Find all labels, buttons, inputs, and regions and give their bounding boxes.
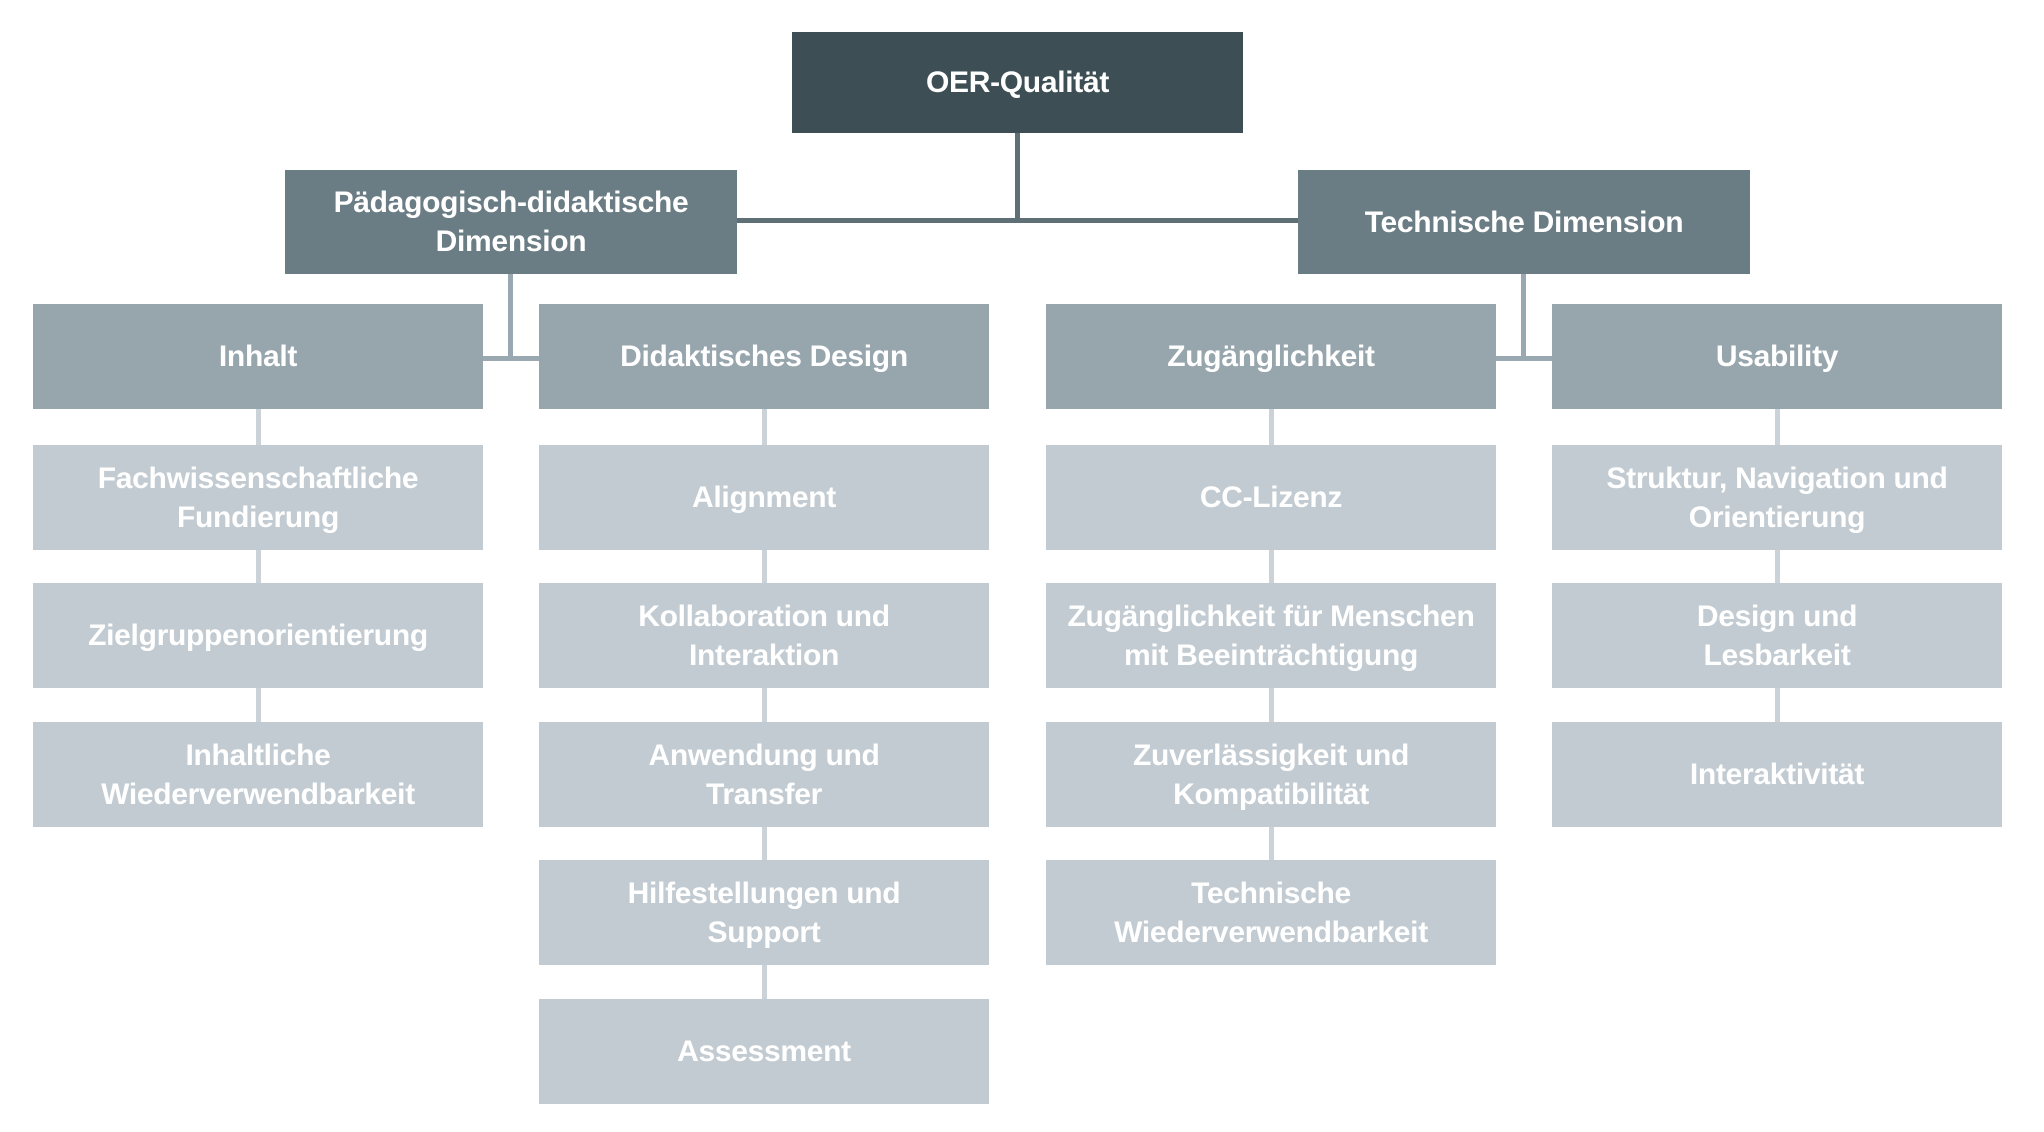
node-label: Zugänglichkeit für Menschen mit Beeinträ… <box>1067 599 1475 672</box>
connector-root-vertical <box>1015 133 1020 220</box>
node-zuverlaessigkeit-und-kompatibilitaet: Zuverlässigkeit und Kompatibilität <box>1046 722 1496 827</box>
connector-zugaenglichkeit-item-2 <box>1269 550 1274 583</box>
node-paedagogisch-didaktische-dimension: Pädagogisch-didaktische Dimension <box>285 170 737 274</box>
node-technische-wiederverwendbarkeit: Technische Wiederverwendbarkeit <box>1046 860 1496 965</box>
node-label: Alignment <box>692 481 836 514</box>
node-assessment: Assessment <box>539 999 989 1104</box>
connector-usability-item-2 <box>1775 550 1780 583</box>
node-label: Usability <box>1715 340 1839 373</box>
node-label: Design und Lesbarkeit <box>1696 599 1858 672</box>
node-anwendung-und-transfer: Anwendung und Transfer <box>539 722 989 827</box>
node-zielgruppenorientierung: Zielgruppenorientierung <box>33 583 483 688</box>
node-label: Interaktivität <box>1689 758 1865 791</box>
node-label: Kollaboration und Interaktion <box>638 599 890 672</box>
node-zugaenglichkeit: Zugänglichkeit <box>1046 304 1496 409</box>
connector-zugaenglichkeit-item-4 <box>1269 827 1274 860</box>
node-oer-qualitaet: OER-Qualität <box>792 32 1243 133</box>
connector-didaktisch-item-4 <box>762 827 767 860</box>
connector-root-horizontal <box>737 218 1298 223</box>
connector-technisch-vertical <box>1521 274 1526 359</box>
node-kollaboration-und-interaktion: Kollaboration und Interaktion <box>539 583 989 688</box>
connector-usability-item-1 <box>1775 409 1780 445</box>
connector-zugaenglichkeit-item-1 <box>1269 409 1274 445</box>
connector-usability-item-3 <box>1775 688 1780 722</box>
connector-paedagogisch-horizontal <box>483 356 539 361</box>
connector-inhalt-item-2 <box>256 550 261 583</box>
node-didaktisches-design: Didaktisches Design <box>539 304 989 409</box>
node-label: Zielgruppenorientierung <box>88 619 428 652</box>
connector-technisch-horizontal <box>1496 356 1552 361</box>
connector-didaktisch-item-5 <box>762 965 767 999</box>
node-technische-dimension: Technische Dimension <box>1298 170 1750 274</box>
node-inhalt: Inhalt <box>33 304 483 409</box>
node-label: Technische Wiederverwendbarkeit <box>1114 876 1428 949</box>
node-alignment: Alignment <box>539 445 989 550</box>
connector-inhalt-item-1 <box>256 409 261 445</box>
node-inhaltliche-wiederverwendbarkeit: Inhaltliche Wiederverwendbarkeit <box>33 722 483 827</box>
connector-didaktisch-item-1 <box>762 409 767 445</box>
node-label: OER-Qualität <box>925 66 1110 99</box>
node-hilfestellungen-und-support: Hilfestellungen und Support <box>539 860 989 965</box>
node-label: Fachwissenschaftliche Fundierung <box>97 461 419 534</box>
node-label: Didaktisches Design <box>620 340 908 373</box>
connector-paedagogisch-vertical <box>508 274 513 359</box>
node-label: CC-Lizenz <box>1199 481 1343 514</box>
connector-didaktisch-item-2 <box>762 550 767 583</box>
node-label: Inhaltliche Wiederverwendbarkeit <box>101 738 415 811</box>
node-label: Pädagogisch-didaktische Dimension <box>333 186 689 258</box>
node-label: Anwendung und Transfer <box>648 738 880 811</box>
node-label: Struktur, Navigation und Orientierung <box>1606 461 1948 534</box>
node-label: Assessment <box>677 1035 851 1068</box>
connector-didaktisch-item-3 <box>762 688 767 722</box>
node-struktur-navigation-orientierung: Struktur, Navigation und Orientierung <box>1552 445 2002 550</box>
node-fachwissenschaftliche-fundierung: Fachwissenschaftliche Fundierung <box>33 445 483 550</box>
node-design-und-lesbarkeit: Design und Lesbarkeit <box>1552 583 2002 688</box>
node-cc-lizenz: CC-Lizenz <box>1046 445 1496 550</box>
connector-inhalt-item-3 <box>256 688 261 722</box>
node-interaktivitaet: Interaktivität <box>1552 722 2002 827</box>
node-label: Hilfestellungen und Support <box>627 876 901 949</box>
node-label: Inhalt <box>218 340 298 373</box>
node-label: Zugänglichkeit <box>1167 340 1375 373</box>
connector-zugaenglichkeit-item-3 <box>1269 688 1274 722</box>
node-zugaenglichkeit-fuer-menschen: Zugänglichkeit für Menschen mit Beeinträ… <box>1046 583 1496 688</box>
node-label: Technische Dimension <box>1364 205 1684 239</box>
node-label: Zuverlässigkeit und Kompatibilität <box>1132 738 1410 811</box>
node-usability: Usability <box>1552 304 2002 409</box>
